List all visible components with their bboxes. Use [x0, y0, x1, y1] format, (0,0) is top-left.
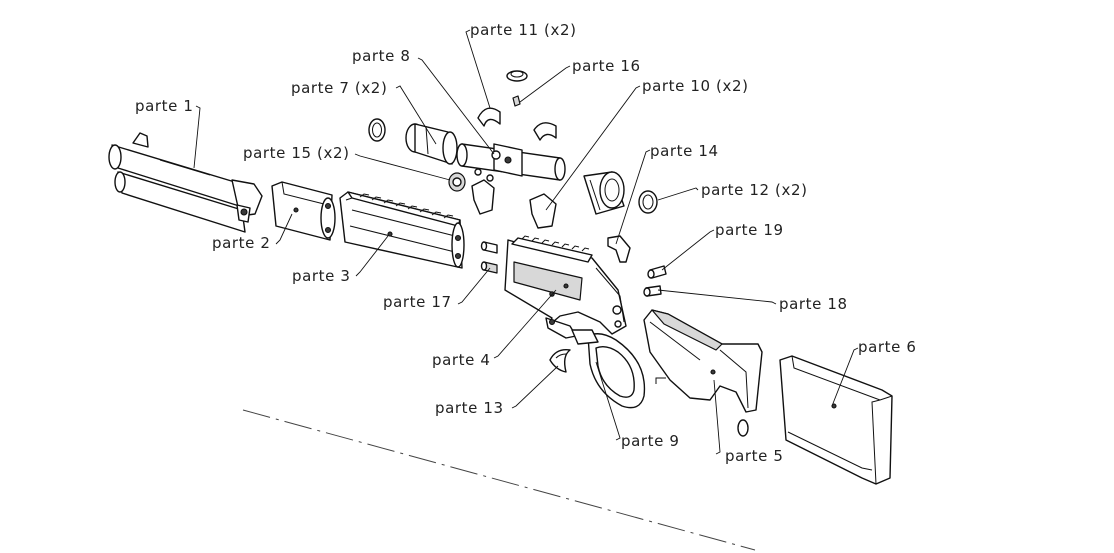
leader-lines: [193, 29, 859, 455]
part-11-scope-mount: [477, 107, 557, 141]
part-16-cap: [506, 70, 528, 107]
part-9-lever: [571, 329, 646, 409]
part-7-scope-bell: [405, 123, 458, 165]
part-7-eyepiece: [583, 171, 625, 215]
part-19-screw: [647, 265, 667, 279]
part-3-handguard: [339, 191, 465, 269]
label-parte-11: parte 11 (x2): [470, 21, 577, 39]
part-2-block: [271, 181, 336, 241]
label-parte-17: parte 17: [383, 293, 452, 311]
part-1-barrel: [108, 132, 263, 233]
label-parte-12: parte 12 (x2): [701, 181, 808, 199]
label-parte-15: parte 15 (x2): [243, 144, 350, 162]
label-parte-8: parte 8: [352, 47, 411, 65]
part-14-bracket: [607, 235, 631, 263]
part-4-receiver: [504, 235, 627, 339]
part-13-trigger: [549, 349, 571, 373]
label-parte-5: parte 5: [725, 447, 784, 465]
part-10-ring-mount: [471, 179, 557, 229]
label-parte-4: parte 4: [432, 351, 491, 369]
label-parte-3: parte 3: [292, 267, 351, 285]
label-parte-10: parte 10 (x2): [642, 77, 749, 95]
label-parte-1: parte 1: [135, 97, 194, 115]
label-parte-2: parte 2: [212, 234, 271, 252]
part-15-knobs: [448, 168, 494, 192]
label-parte-9: parte 9: [621, 432, 680, 450]
part-12-ring: [638, 190, 658, 214]
label-parte-6: parte 6: [858, 338, 917, 356]
label-parte-18: parte 18: [779, 295, 848, 313]
label-parte-16: parte 16: [572, 57, 641, 75]
label-parte-7: parte 7 (x2): [291, 79, 387, 97]
label-parte-14: parte 14: [650, 142, 719, 160]
part-17-pins: [480, 241, 498, 274]
part-7-ring: [368, 118, 386, 142]
part-6-stock: [779, 355, 893, 485]
label-parte-13: parte 13: [435, 399, 504, 417]
part-5-grip: [643, 309, 763, 437]
part-8-scope-tube: [456, 143, 566, 181]
label-parte-19: parte 19: [715, 221, 784, 239]
axis-line: [242, 409, 756, 551]
part-18-screw: [643, 285, 662, 297]
